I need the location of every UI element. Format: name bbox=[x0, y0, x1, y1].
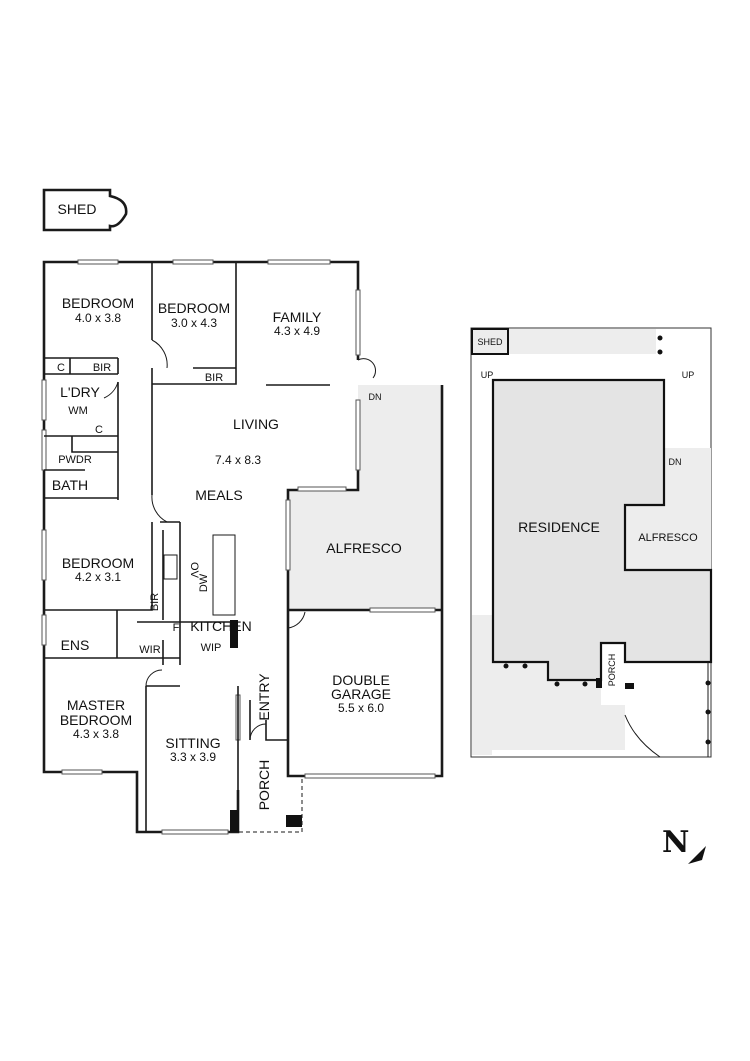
room-size: 5.5 x 6.0 bbox=[338, 701, 384, 715]
room-label: MEALS bbox=[195, 487, 242, 503]
site-residence-label: RESIDENCE bbox=[518, 519, 600, 535]
shed: SHED bbox=[42, 188, 128, 232]
room-label: BATH bbox=[52, 477, 88, 493]
appliance-label: WM bbox=[68, 405, 88, 417]
site-shed bbox=[471, 328, 509, 355]
porch-pillar-right bbox=[286, 815, 302, 827]
room-label: PWDR bbox=[58, 454, 92, 466]
closet-label: BIR bbox=[149, 593, 161, 611]
residence-outline bbox=[491, 378, 713, 682]
pillar bbox=[230, 620, 238, 648]
room-label: BEDROOM bbox=[158, 300, 230, 316]
room-label: BEDROOM bbox=[60, 712, 132, 728]
closet-label: WIP bbox=[201, 642, 222, 654]
porch-outline bbox=[239, 776, 303, 833]
closet-label: BIR bbox=[205, 372, 223, 384]
room-label: BEDROOM bbox=[62, 555, 134, 571]
room-label: BEDROOM bbox=[62, 295, 134, 311]
room-label: MASTER bbox=[67, 697, 125, 713]
doors bbox=[103, 339, 376, 741]
room-size: 4.3 x 3.8 bbox=[73, 727, 119, 741]
porch-pillar-left bbox=[230, 810, 239, 832]
alfresco-area bbox=[288, 385, 442, 610]
room-label: KITCHEN bbox=[190, 618, 251, 634]
room-label: ALFRESCO bbox=[326, 540, 402, 556]
closet-label: C bbox=[95, 424, 103, 436]
step-label: DN bbox=[369, 392, 382, 402]
room-label: DOUBLE bbox=[332, 672, 390, 688]
kitchen-island bbox=[212, 534, 236, 616]
room-label: PORCH bbox=[256, 760, 272, 811]
room-label: L'DRY bbox=[60, 384, 100, 400]
north-label: N bbox=[662, 825, 689, 860]
site-porch-label: PORCH bbox=[607, 654, 617, 687]
site-alfresco-label: ALFRESCO bbox=[638, 532, 698, 544]
room-size: 7.4 x 8.3 bbox=[215, 453, 261, 467]
cooktop bbox=[163, 554, 178, 580]
appliance-label: OV bbox=[188, 562, 200, 579]
site-up-label: UP bbox=[481, 370, 494, 380]
room-label: ENTRY bbox=[256, 673, 272, 721]
room-label: FAMILY bbox=[273, 309, 322, 325]
room-label: ENS bbox=[61, 637, 90, 653]
site-plan: SHED UP UP DN RESIDENCE ALFRESCO PORCH bbox=[470, 327, 713, 758]
appliance-label: DW bbox=[198, 573, 210, 592]
appliance-label: F bbox=[173, 622, 180, 634]
room-label: SITTING bbox=[165, 735, 220, 751]
room-size: 3.3 x 3.9 bbox=[170, 750, 216, 764]
room-size: 4.2 x 3.1 bbox=[75, 570, 121, 584]
interior-walls bbox=[44, 262, 330, 832]
room-size: 3.0 x 4.3 bbox=[171, 316, 217, 330]
windows bbox=[41, 259, 436, 835]
site-up-label: UP bbox=[682, 370, 695, 380]
shed-label: SHED bbox=[58, 201, 97, 217]
closet-label: C bbox=[57, 362, 65, 374]
room-size: 4.0 x 3.8 bbox=[75, 311, 121, 325]
room-size: 4.3 x 4.9 bbox=[274, 324, 320, 338]
closet-label: BIR bbox=[93, 362, 111, 374]
closet-label: WIR bbox=[139, 644, 160, 656]
room-label: LIVING bbox=[233, 416, 279, 432]
site-dn-label: DN bbox=[669, 457, 682, 467]
north-arrow-icon: N bbox=[662, 825, 706, 864]
site-shed-label: SHED bbox=[477, 337, 503, 347]
room-label: GARAGE bbox=[331, 686, 391, 702]
